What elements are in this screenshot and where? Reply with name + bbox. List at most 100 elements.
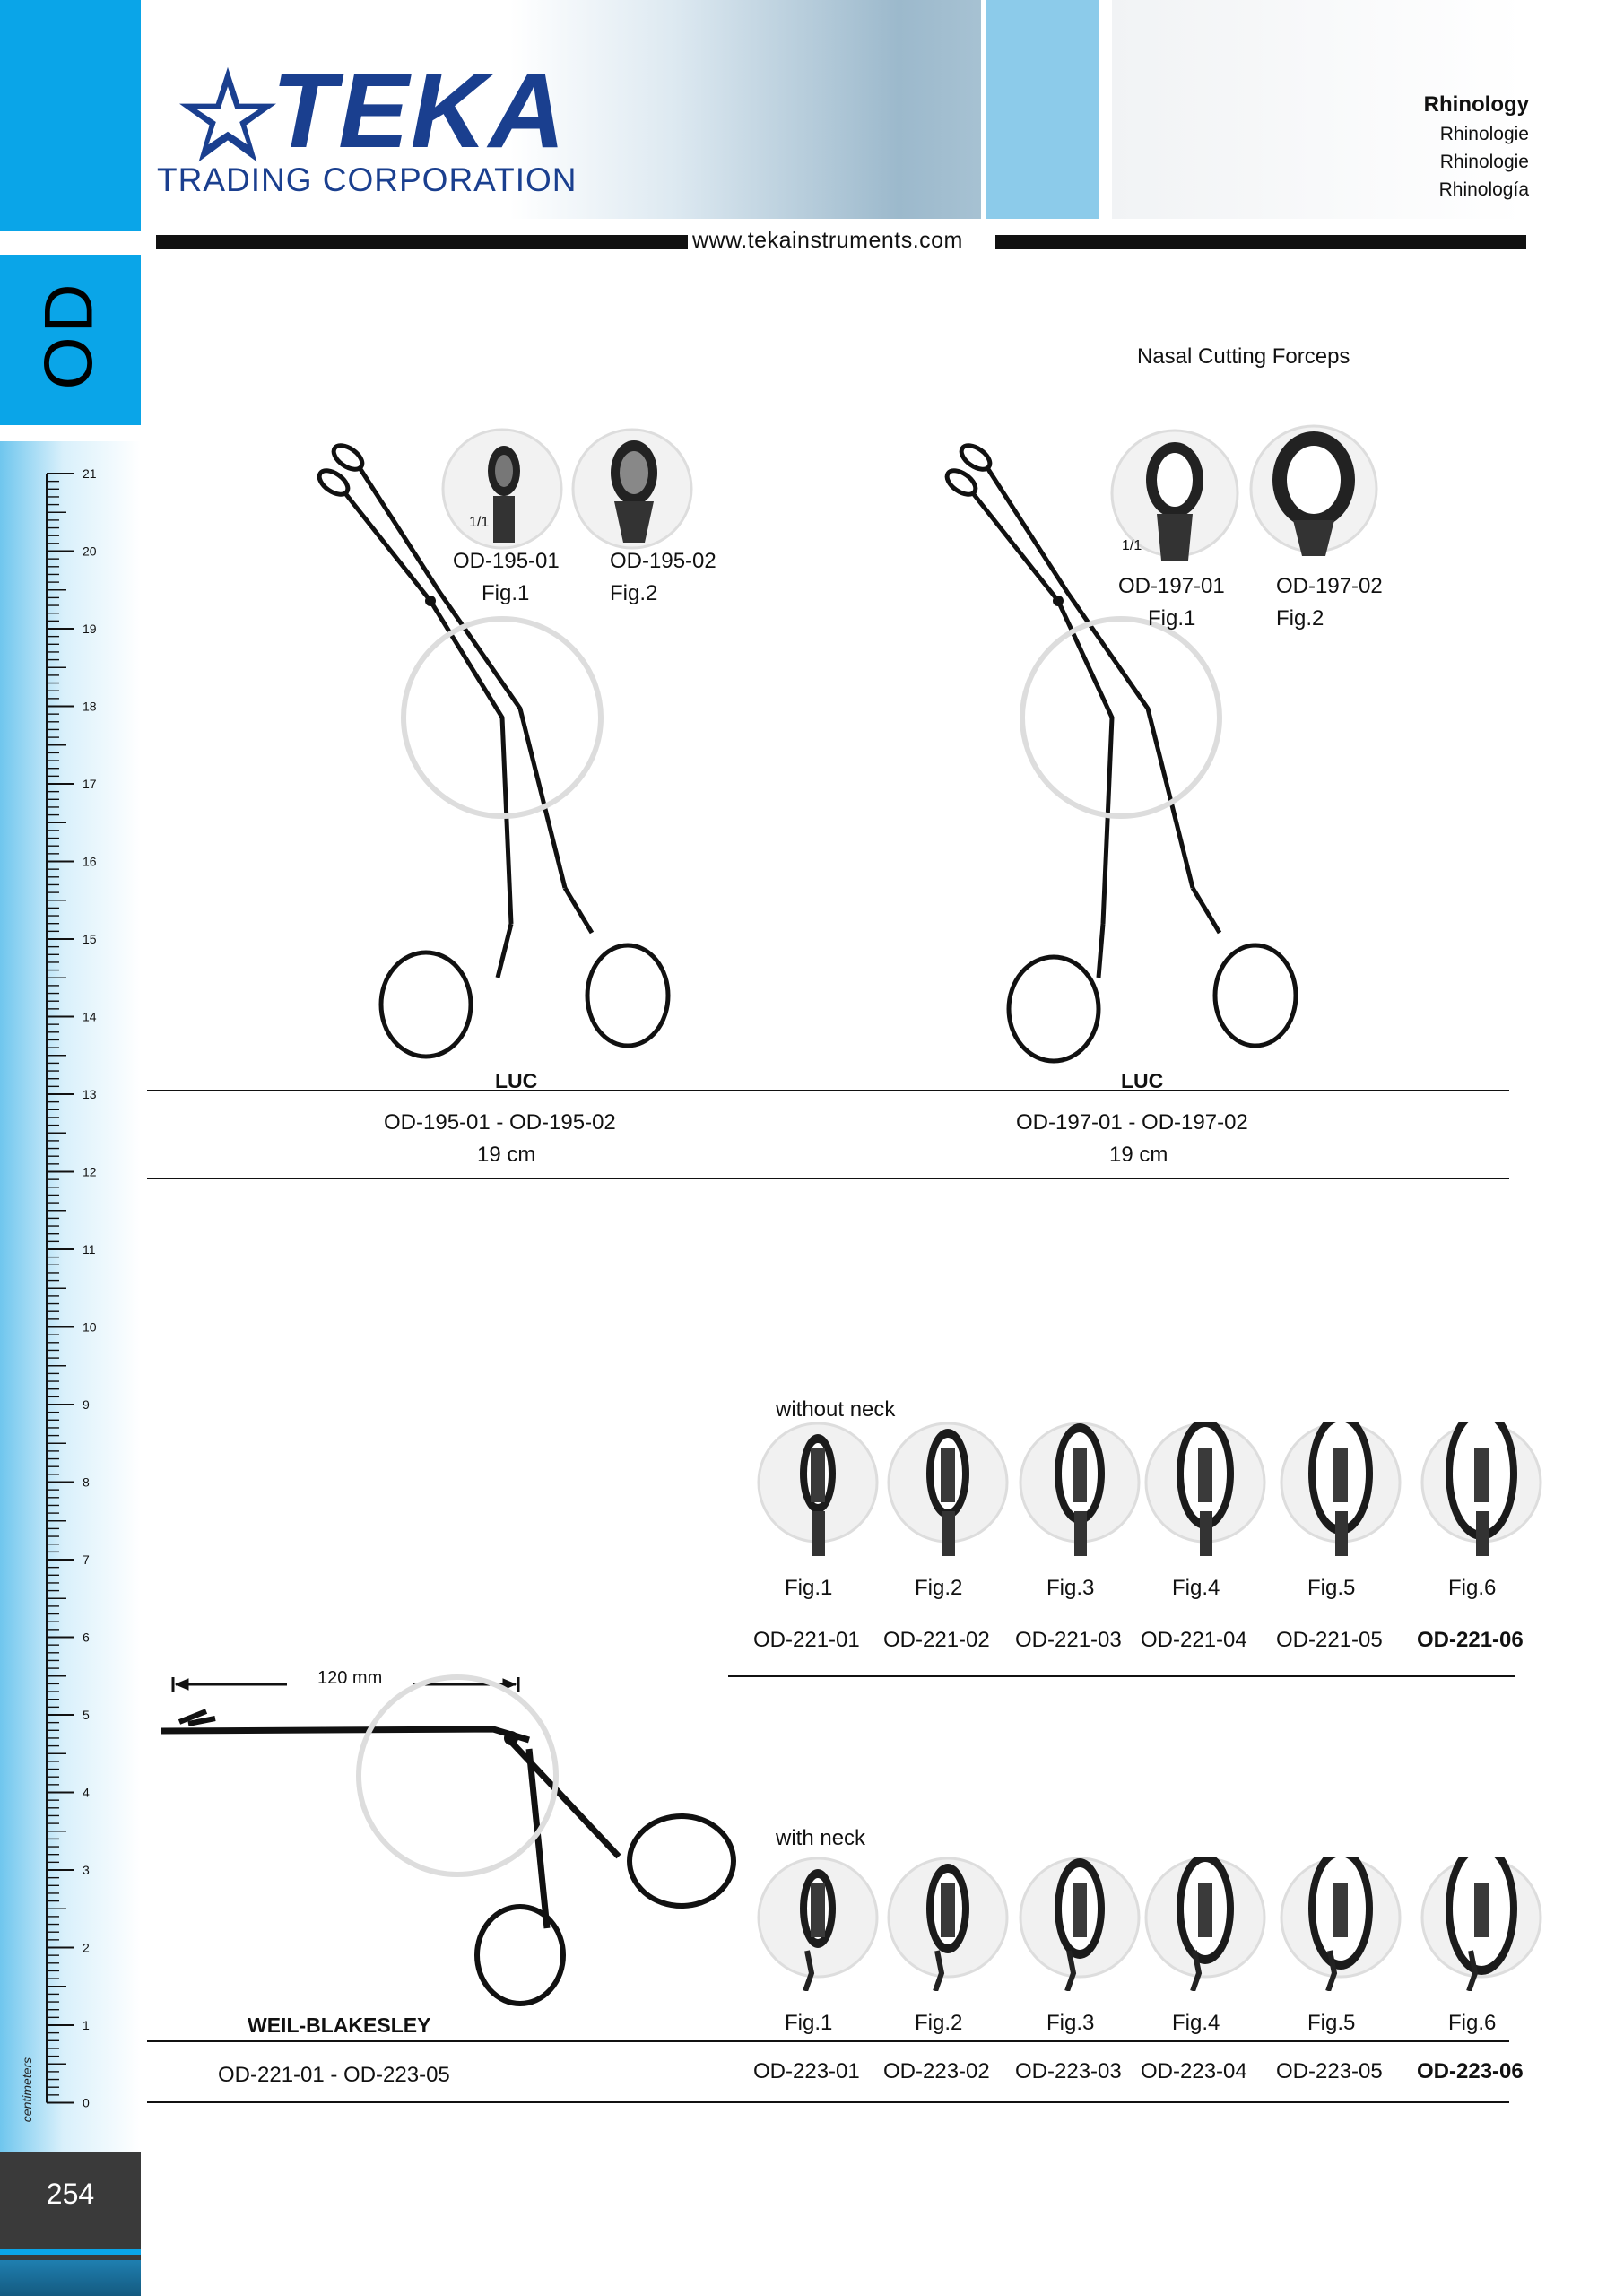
luc-2-tip-fig2-icon [1249,424,1378,556]
brand-name: TEKA [272,52,568,170]
luc-1-range: OD-195-01 - OD-195-02 [384,1110,616,1135]
header-accent-bar [986,0,1099,219]
without-neck-rule [728,1675,1515,1677]
with-neck-tip-4-icon [1144,1853,1266,1992]
luc-1-fig1-code: OD-195-01 [453,549,560,573]
category-block: Rhinology Rhinologie Rhinologie Rhinolog… [1309,90,1529,215]
without-neck-tip-1-icon [757,1422,879,1556]
ruler-label: 14 [83,1010,97,1024]
luc-1-fig2-code: OD-195-02 [610,549,716,573]
with-neck-fig-label: Fig.4 [1172,2011,1220,2035]
sidebar-gap [0,231,141,255]
website-link[interactable]: www.tekainstruments.com [692,228,963,253]
ruler-label: 20 [83,544,97,559]
with-neck-code: OD-223-03 [1015,2059,1122,2083]
sidebar-stripe-2 [0,2260,141,2296]
luc-forceps-2-illustration [944,443,1298,1064]
category-fr: Rhinologie [1439,152,1529,172]
sidebar-top-block [0,0,141,231]
header-divider [981,0,986,219]
sidebar-stripe [0,2249,141,2255]
without-neck-fig-label: Fig.1 [785,1576,833,1600]
luc-1-length: 19 cm [477,1143,536,1167]
without-neck-tip-2-icon [887,1422,1009,1556]
without-neck-label: without neck [776,1397,896,1422]
weil-blakesley-illustration [161,1674,736,2006]
without-neck-code: OD-221-02 [883,1628,990,1652]
ruler-label: 6 [83,1631,90,1645]
luc-1-tip-fig1-icon [441,428,563,550]
header-band [141,0,1112,219]
with-neck-code: OD-223-04 [1141,2059,1247,2083]
header-rule-right [995,235,1526,249]
ruler-label: 12 [83,1165,97,1179]
without-neck-tip-4-icon [1144,1418,1266,1556]
header-right-panel [1112,0,1524,219]
with-neck-code: OD-223-01 [753,2059,860,2083]
with-neck-fig-label: Fig.6 [1448,2011,1497,2035]
luc-2-length: 19 cm [1109,1143,1168,1167]
luc-1-tip-fig2-icon [571,428,693,550]
with-neck-code: OD-223-02 [883,2059,990,2083]
without-neck-fig-label: Fig.3 [1046,1576,1095,1600]
header-rule-left [156,235,688,249]
without-neck-fig-label: Fig.2 [915,1576,963,1600]
ruler-unit-label: centimeters [20,2057,34,2123]
ruler-label: 16 [83,855,97,869]
with-neck-fig-label: Fig.5 [1307,2011,1356,2035]
section-title: Nasal Cutting Forceps [1137,344,1350,369]
with-neck-fig-label: Fig.1 [785,2011,833,2035]
without-neck-fig-label: Fig.5 [1307,1576,1356,1600]
logo: TEKA TRADING CORPORATION [157,52,605,206]
luc-2-range: OD-197-01 - OD-197-02 [1016,1110,1248,1135]
ruler-label: 2 [83,1941,90,1955]
ruler-label: 1 [83,2018,90,2032]
ruler-label: 15 [83,932,97,946]
luc-2-tip-fig1-icon [1110,429,1239,561]
luc-1-scale: 1/1 [469,515,490,530]
with-neck-label: with neck [776,1826,866,1850]
luc-top-rule [147,1090,1509,1091]
without-neck-fig-label: Fig.4 [1172,1576,1220,1600]
category-es: Rhinología [1438,179,1529,200]
ruler-label: 13 [83,1087,97,1101]
ruler-label: 7 [83,1552,90,1567]
category-de: Rhinologie [1439,124,1529,144]
without-neck-code: OD-221-06 [1417,1628,1524,1652]
luc-bottom-rule [147,1178,1509,1179]
brand-subtitle: TRADING CORPORATION [157,161,578,198]
ruler-label: 3 [83,1863,90,1877]
ruler-label: 19 [83,622,97,636]
bottom-top-rule [147,2040,1509,2042]
ruler-label: 5 [83,1708,90,1722]
luc-1-fig2-label: Fig.2 [610,581,658,605]
with-neck-code: OD-223-06 [1417,2059,1524,2083]
with-neck-fig-label: Fig.3 [1046,2011,1095,2035]
without-neck-code: OD-221-04 [1141,1628,1247,1652]
ruler-label: 9 [83,1397,90,1412]
header-divider-2 [1099,0,1112,219]
without-neck-fig-label: Fig.6 [1448,1576,1497,1600]
luc-2-fig2-label: Fig.2 [1276,606,1324,631]
luc-2-name: LUC [1121,1069,1164,1092]
luc-1-name: LUC [495,1069,538,1092]
without-neck-tip-5-icon [1280,1413,1402,1556]
ruler-label: 10 [83,1320,97,1335]
ruler-label: 0 [83,2096,90,2110]
with-neck-fig-label: Fig.2 [915,2011,963,2035]
with-neck-tip-3-icon [1019,1857,1141,1992]
luc-2-fig1-code: OD-197-01 [1118,574,1225,598]
ruler-label: 11 [83,1242,96,1257]
weil-name: WEIL-BLAKESLEY [248,2013,431,2037]
